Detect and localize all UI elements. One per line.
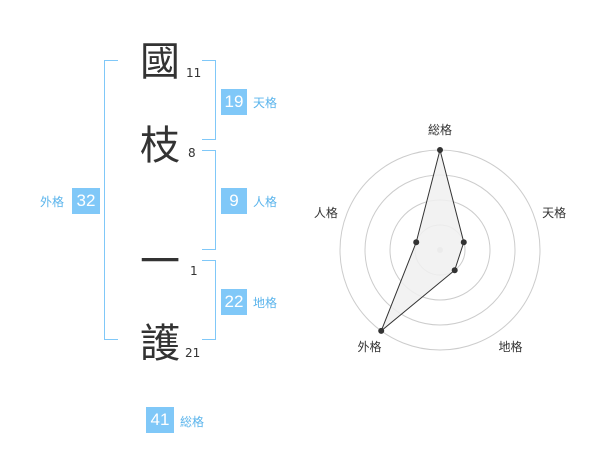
- radar-axis-label-地格: 地格: [499, 339, 523, 354]
- tenkaku-bracket: [202, 60, 216, 140]
- radar-point-地格: [451, 267, 458, 274]
- gaikaku-label: 外格: [40, 195, 65, 209]
- stroke-count-1: 11: [186, 66, 202, 80]
- soukaku-value-badge: 41: [146, 407, 174, 433]
- radar-point-天格: [460, 239, 467, 246]
- jinkaku-value-badge: 9: [221, 188, 247, 214]
- stroke-count-2: 8: [188, 146, 196, 160]
- chikaku-label: 地格: [253, 296, 278, 310]
- soukaku-label: 総格: [180, 415, 205, 429]
- radar-point-総格: [437, 147, 443, 153]
- radar-point-人格: [413, 239, 420, 246]
- jinkaku-label: 人格: [253, 195, 278, 209]
- radar-series-shape: [380, 149, 465, 332]
- gaikaku-bracket: [104, 60, 118, 340]
- name-char-2: 枝: [140, 123, 180, 169]
- radar-axis-label-総格: 総格: [428, 122, 452, 137]
- radar-point-外格: [378, 327, 385, 334]
- chikaku-bracket: [202, 260, 216, 340]
- tenkaku-value-badge: 19: [221, 89, 247, 115]
- jinkaku-bracket: [202, 150, 216, 250]
- radar-axis-label-天格: 天格: [542, 205, 566, 220]
- stroke-count-4: 21: [185, 346, 201, 360]
- name-char-3: 一: [140, 239, 180, 285]
- gaikaku-value-badge: 32: [72, 188, 100, 214]
- radar-axis-label-外格: 外格: [357, 339, 381, 354]
- stroke-count-3: 1: [190, 264, 198, 278]
- name-char-1: 國: [140, 39, 180, 85]
- chikaku-value-badge: 22: [221, 289, 247, 315]
- tenkaku-label: 天格: [253, 96, 278, 110]
- radar-axis-label-人格: 人格: [314, 205, 338, 220]
- name-char-4: 護: [140, 321, 180, 367]
